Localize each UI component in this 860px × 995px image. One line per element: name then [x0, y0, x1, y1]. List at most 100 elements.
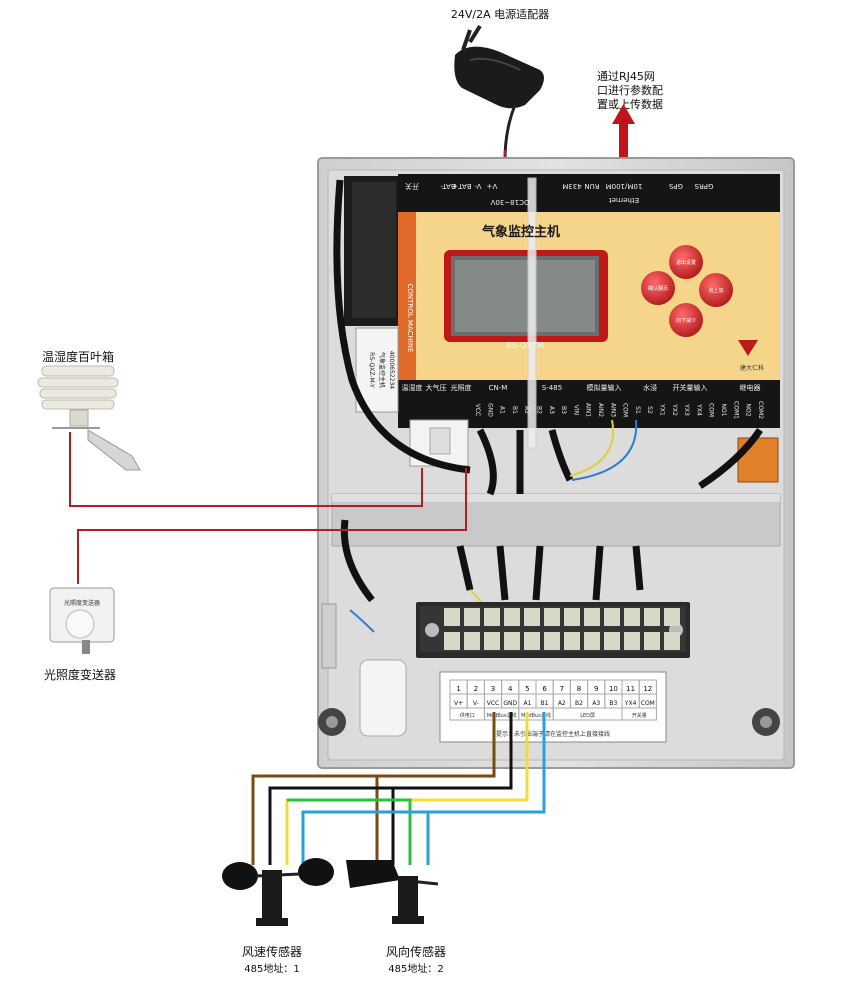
host-port-label: V+ — [487, 182, 498, 190]
host-group-label: 开关量输入 — [673, 383, 708, 392]
terminal-number: 8 — [577, 685, 581, 693]
terminal-screw — [644, 608, 660, 626]
wind-direction-sensor — [346, 860, 439, 924]
host-group-label: 光照度 — [451, 383, 472, 392]
terminal-number: 1 — [456, 685, 460, 693]
rj45-note-line: 通过RJ45网 — [597, 70, 655, 83]
host-pin-label: YX3 — [683, 403, 690, 416]
host-pin-label: AIN3 — [609, 403, 616, 417]
cable-tie — [527, 177, 537, 449]
host-pin-label: YX2 — [671, 403, 678, 416]
host-port-label: BAT- — [440, 182, 456, 190]
internal-blue-wires — [349, 419, 638, 633]
power-adapter — [454, 24, 544, 161]
host-pin-label: YX4 — [695, 403, 702, 416]
terminal-group: 开关量 — [632, 712, 647, 719]
terminal-group: ModBus总线 — [487, 712, 517, 719]
terminal-pin: V+ — [454, 700, 463, 707]
host-pin-label: COM — [708, 403, 715, 417]
host-pin-label: VIN — [572, 405, 579, 415]
terminal-pin: VCC — [487, 700, 499, 707]
terminal-number: 12 — [643, 685, 652, 693]
terminal-number: 3 — [491, 685, 495, 693]
host-pin-label: B3 — [560, 406, 567, 414]
terminal-screw — [644, 632, 660, 650]
host-group-label: 继电器 — [740, 383, 761, 392]
terminal-pin: V- — [473, 700, 479, 707]
host-port-label: 10M/100M — [606, 182, 643, 190]
host-button[interactable]: 向下减少 — [676, 317, 696, 324]
terminal-pin: A1 — [523, 700, 531, 707]
terminal-pin: COM — [641, 700, 655, 707]
red-wires — [69, 432, 467, 584]
rj45-note: 通过RJ45网 口进行参数配 置或上传数据 — [597, 70, 677, 112]
terminal-number: 11 — [626, 685, 635, 693]
host-pin-label: NO1 — [720, 403, 727, 416]
host-pin-label: VCC — [474, 404, 481, 416]
terminal-screw — [664, 632, 680, 650]
terminal-screw — [624, 632, 640, 650]
host-sticker-line: 气象监控主机 — [378, 352, 386, 388]
host-group-label: S-485 — [542, 384, 562, 392]
terminal-number: 4 — [508, 685, 513, 693]
host-pin-label: A3 — [548, 406, 555, 414]
host-port-label: 开关 — [405, 182, 419, 191]
weather-host — [355, 174, 780, 428]
host-title: 气象监控主机 — [482, 224, 560, 240]
host-group-label: 模拟量输入 — [587, 383, 622, 392]
terminal-screw — [664, 608, 680, 626]
wind-speed-label: 风速传感器 — [241, 945, 302, 959]
terminal-screw — [544, 608, 560, 626]
host-port-label: BAT+ — [452, 182, 471, 190]
host-port-label: V- — [474, 182, 481, 190]
host-button[interactable]: 向上加 — [708, 287, 723, 294]
terminal-screw — [484, 608, 500, 626]
terminal-pin: A3 — [592, 700, 600, 707]
terminal-group: LED屏 — [580, 713, 595, 719]
terminal-pin: B1 — [541, 700, 549, 707]
terminal-pin: B2 — [575, 700, 583, 707]
terminal-screw — [504, 608, 520, 626]
host-port-label: 433M — [562, 182, 581, 190]
terminal-number: 9 — [594, 685, 598, 693]
bus-wires — [251, 712, 546, 865]
host-button[interactable]: 退出设置 — [676, 259, 696, 266]
host-pin-label: AIN2 — [597, 403, 604, 417]
terminal-screw — [504, 632, 520, 650]
terminal-number: 2 — [474, 685, 478, 693]
host-pin-label: YX1 — [659, 403, 666, 416]
host-pin-label: B1 — [511, 406, 518, 414]
terminal-pin: GND — [503, 700, 517, 707]
host-port-label: GPRS — [694, 182, 714, 190]
host-port-label: RUN — [584, 182, 599, 190]
terminal-screw — [464, 632, 480, 650]
adapter-label: 24V/2A 电源适配器 — [450, 8, 550, 21]
terminal-number: 6 — [542, 685, 547, 693]
light-sensor-label: 光照度变送器 — [43, 668, 116, 682]
terminal-pin: B3 — [609, 700, 617, 707]
host-sticker-line: 4000652234 — [388, 351, 395, 389]
terminal-screw — [604, 608, 620, 626]
terminal-note: 提示：未引出端子请在监控主机上直接接线 — [496, 730, 610, 738]
light-sensor — [49, 587, 115, 654]
host-pin-label: GND — [486, 403, 493, 417]
rj45-note-line: 口进行参数配 — [597, 84, 663, 97]
cable-duct — [331, 493, 781, 547]
host-port-label: GPS — [668, 182, 683, 190]
terminal-screw — [464, 608, 480, 626]
terminal-screw — [444, 608, 460, 626]
terminal-pin: YX4 — [624, 700, 637, 707]
wind-direction-label: 风向传感器 — [385, 945, 446, 959]
host-pin-label: S1 — [634, 406, 641, 414]
host-pin-label: S2 — [646, 406, 653, 414]
terminal-screw — [544, 632, 560, 650]
host-group-label: 大气压 — [426, 383, 447, 392]
terminal-number: 5 — [525, 685, 529, 693]
host-brand: 建大仁科 — [740, 364, 764, 372]
host-group-label: 温湿度 — [402, 383, 423, 392]
host-button[interactable]: 确认翻页 — [648, 285, 668, 292]
terminal-screw — [524, 608, 540, 626]
terminal-screw — [564, 608, 580, 626]
host-pin-label: B2 — [536, 406, 543, 414]
